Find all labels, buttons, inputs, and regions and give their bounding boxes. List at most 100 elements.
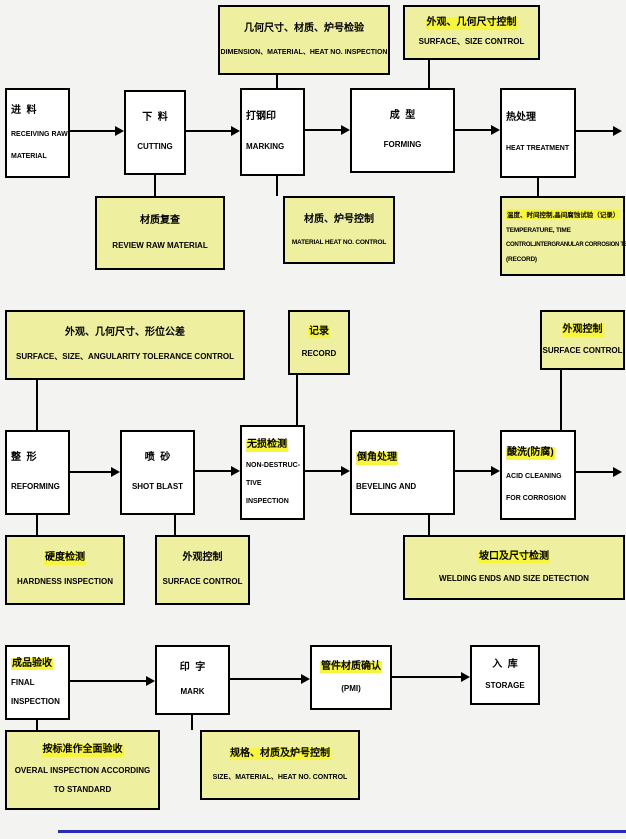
- annotation-welding-ends: 坡口及尺寸检测 WELDING ENDS AND SIZE DETECTION: [403, 535, 625, 600]
- annotation-en: TEMPERATURE, TIME: [506, 227, 571, 234]
- connector-line: [174, 515, 176, 535]
- annotation-en: HARDNESS INSPECTION: [16, 577, 113, 587]
- connector-line: [36, 380, 38, 430]
- process-reforming: 整 形 REFORMING: [5, 430, 70, 515]
- process-zh: 入 库: [492, 659, 518, 671]
- flow-arrow: [70, 467, 120, 477]
- process-mark: 印 字 MARK: [155, 645, 230, 715]
- annotation-zh: 外观控制: [561, 324, 604, 337]
- connector-line: [276, 176, 278, 196]
- annotation-dimension-material-heat-inspection: 几何尺寸、材质、炉号检验 DIMENSION、MATERIAL、HEAT NO.…: [218, 5, 390, 75]
- process-en: MARK: [180, 687, 205, 697]
- annotation-zh: 温度、时间控制,晶间腐蚀试验（记录）: [506, 209, 621, 219]
- annotation-en: CONTROL.INTERGRANULAR CORROSION TEST: [506, 242, 626, 248]
- connector-line: [428, 60, 430, 88]
- annotation-overall-inspection: 按标准作全面验收 OVERAL INSPECTION ACCORDING TO …: [5, 730, 160, 810]
- process-en: FORMING: [383, 140, 422, 150]
- process-zh: 印 字: [179, 662, 206, 674]
- process-acid-cleaning: 酸洗(防腐) ACID CLEANING FOR CORROSION: [500, 430, 576, 520]
- flow-arrow: [230, 674, 310, 684]
- process-zh: 打钢印: [246, 111, 276, 123]
- process-cutting: 下 料 CUTTING: [124, 90, 186, 175]
- flow-arrow: [195, 466, 240, 476]
- connector-line: [276, 75, 278, 88]
- process-zh: 管件材质确认: [320, 660, 382, 674]
- connector-line: [428, 515, 430, 535]
- annotation-surface-size-control-top: 外观、几何尺寸控制 SURFACE、SIZE CONTROL: [403, 5, 540, 60]
- process-en: MATERIAL: [11, 152, 47, 160]
- flow-arrow: [305, 466, 350, 476]
- flow-arrow: [455, 125, 500, 135]
- annotation-review-raw-material: 材质复查 REVIEW RAW MATERIAL: [95, 196, 225, 270]
- process-en: MARKING: [246, 142, 285, 152]
- annotation-size-material-control: 规格、材质及炉号控制 SIZE、MATERIAL、HEAT NO. CONTRO…: [200, 730, 360, 800]
- annotation-en: OVERAL INSPECTION ACCORDING: [14, 765, 151, 775]
- connector-line: [191, 715, 193, 730]
- process-non-destructive-inspection: 无损检测 NON-DESTRUC- TIVE INSPECTION: [240, 425, 305, 520]
- annotation-zh: 坡口及尺寸检测: [478, 550, 550, 564]
- annotation-zh: 几何尺寸、材质、炉号检验: [244, 22, 364, 34]
- annotation-zh: 材质、炉号控制: [304, 213, 374, 225]
- connector-line: [296, 375, 298, 425]
- annotation-zh: 硬度检测: [44, 552, 86, 565]
- process-shot-blast: 喷 砂 SHOT BLAST: [120, 430, 195, 515]
- process-zh: 进 料: [11, 105, 37, 117]
- connector-line: [154, 175, 156, 196]
- flow-arrow: [186, 126, 240, 136]
- annotation-tolerance-control: 外观、几何尺寸、形位公差 SURFACE、SIZE、ANGULARITY TOL…: [5, 310, 245, 380]
- page-footer-rule: [58, 830, 626, 833]
- connector-line: [36, 515, 38, 535]
- annotation-zh: 材质复查: [140, 214, 180, 226]
- annotation-zh: 外观、几何尺寸控制: [425, 17, 518, 30]
- process-zh: 酸洗(防腐): [506, 447, 555, 460]
- process-en: SHOT BLAST: [131, 482, 184, 492]
- process-pmi: 管件材质确认 (PMI): [310, 645, 392, 710]
- process-receiving-raw-material: 进 料 RECEIVING RAW MATERIAL: [5, 88, 70, 178]
- annotation-surface-control-mid: 外观控制 SURFACE CONTROL: [155, 535, 250, 605]
- annotation-zh: 外观、几何尺寸、形位公差: [65, 327, 185, 339]
- annotation-zh: 按标准作全面验收: [41, 744, 124, 757]
- annotation-en: WELDING ENDS AND SIZE DETECTION: [439, 573, 589, 583]
- annotation-en: REVIEW RAW MATERIAL: [112, 240, 208, 250]
- process-en: INSPECTION: [11, 696, 60, 706]
- flow-arrow: [70, 676, 155, 686]
- process-en: RECEIVING RAW: [11, 131, 68, 139]
- annotation-en: TO STANDARD: [53, 785, 112, 795]
- process-en: FINAL: [11, 678, 35, 688]
- process-forming: 成 型 FORMING: [350, 88, 455, 173]
- flow-arrow-exit-row2: [576, 467, 622, 477]
- process-storage: 入 库 STORAGE: [470, 645, 540, 705]
- process-en: ACID CLEANING: [506, 473, 562, 481]
- annotation-zh: 规格、材质及炉号控制: [229, 747, 331, 761]
- annotation-en: (RECORD): [506, 256, 537, 263]
- annotation-en: SIZE、MATERIAL、HEAT NO. CONTROL: [212, 774, 348, 782]
- annotation-zh: 记录: [308, 325, 330, 339]
- annotation-hardness-inspection: 硬度检测 HARDNESS INSPECTION: [5, 535, 125, 605]
- connector-line: [537, 178, 539, 196]
- flow-arrow: [70, 126, 124, 136]
- annotation-en: DIMENSION、MATERIAL、HEAT NO. INSPECTION: [220, 49, 388, 57]
- flow-arrow-exit-row1: [576, 126, 622, 136]
- process-zh: 热处理: [506, 112, 536, 124]
- process-en: INSPECTION: [246, 497, 289, 505]
- process-en: REFORMING: [11, 482, 60, 492]
- connector-line: [36, 720, 38, 730]
- flow-arrow: [392, 672, 470, 682]
- process-en: STORAGE: [485, 680, 525, 690]
- process-en: BEVELING AND: [356, 482, 417, 492]
- process-beveling: 倒角处理 BEVELING AND: [350, 430, 455, 515]
- annotation-temperature-time-control: 温度、时间控制,晶间腐蚀试验（记录） TEMPERATURE, TIME CON…: [500, 196, 626, 276]
- process-zh: 下 料: [142, 112, 168, 124]
- process-en: FOR CORROSION: [506, 494, 566, 502]
- process-en: HEAT TREATMENT: [506, 145, 570, 153]
- process-en: TIVE: [246, 479, 262, 487]
- process-en: (PMI): [341, 683, 361, 693]
- annotation-zh: 外观控制: [182, 552, 223, 564]
- process-zh: 成品验收: [11, 657, 53, 671]
- annotation-record: 记录 RECORD: [288, 310, 350, 375]
- process-zh: 整 形: [11, 452, 37, 464]
- annotation-en: MATERIAL HEAT NO. CONTROL: [291, 239, 387, 247]
- annotation-en: SURFACE、SIZE CONTROL: [418, 37, 525, 47]
- process-heat-treatment: 热处理 HEAT TREATMENT: [500, 88, 576, 178]
- process-zh: 无损检测: [246, 439, 288, 452]
